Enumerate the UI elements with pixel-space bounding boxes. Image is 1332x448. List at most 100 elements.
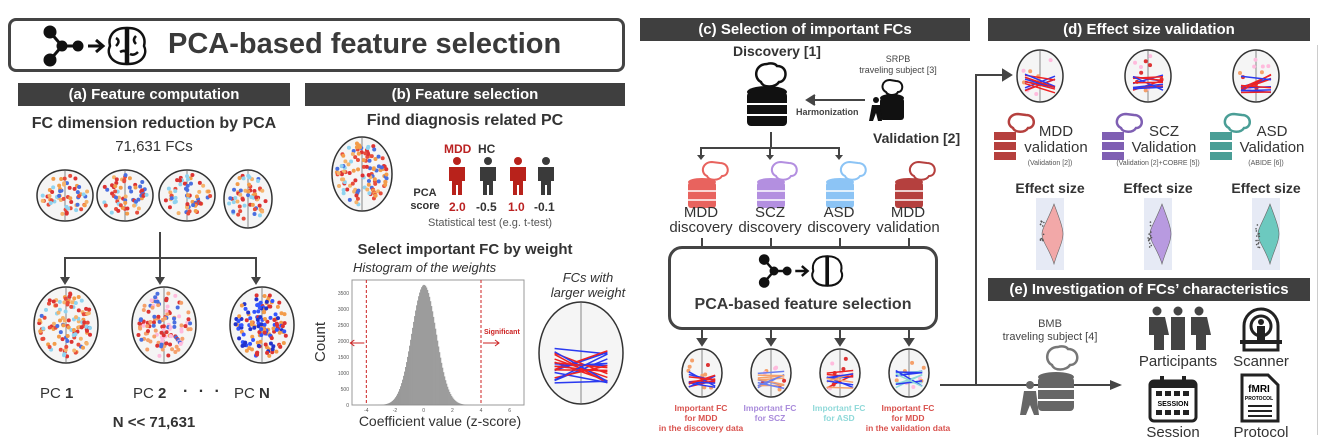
brain-node [62, 181, 67, 186]
brain-node [153, 295, 158, 300]
connector [975, 75, 977, 386]
histogram-bar [419, 292, 421, 405]
brain-node [65, 300, 70, 305]
protocol-label: Protocol [1233, 424, 1289, 441]
brain-node [173, 349, 178, 354]
brain-node [256, 343, 261, 348]
validation-database-icon [994, 112, 1035, 160]
x-tick-label: 0 [422, 408, 425, 414]
brain-node [911, 384, 916, 389]
brain-node [1021, 68, 1026, 73]
brain-node [77, 194, 82, 199]
brain-node [259, 322, 264, 327]
brain-node [160, 347, 165, 352]
brain-node [350, 181, 355, 186]
dataset-name: SCZ [755, 204, 785, 221]
brain-node [178, 341, 183, 346]
brain-node [265, 350, 270, 355]
brain-node [280, 324, 285, 329]
brain-node [1266, 64, 1271, 69]
fc-edge [826, 369, 854, 374]
brain-node [228, 196, 233, 201]
brain-node [140, 180, 145, 185]
brain-node [165, 311, 170, 316]
dataset-type: discovery [738, 219, 802, 236]
result-line3: in the discovery data [658, 423, 744, 433]
brain-node [185, 183, 190, 188]
brain-node [138, 318, 143, 323]
brain-image-validation [1124, 49, 1172, 103]
fc-label-line2: larger weight [550, 285, 626, 300]
arrows [697, 147, 843, 160]
fc-edge [826, 386, 854, 389]
brain-node [161, 333, 166, 338]
brain-node [132, 203, 137, 208]
brain-node [270, 350, 275, 355]
brain-node [843, 356, 848, 361]
dataset-name: MDD [890, 204, 926, 221]
panel-d-header: (d) Effect size validation [988, 18, 1310, 41]
brain-node [145, 329, 150, 334]
brain-node [58, 318, 63, 323]
brain-node [185, 202, 190, 207]
pca-label: PCA [413, 187, 437, 199]
brain-node [354, 193, 359, 198]
fc-edge [1024, 76, 1056, 89]
brain-node [246, 193, 251, 198]
brain-node [921, 365, 926, 370]
brain-node [71, 333, 76, 338]
brain-node [361, 158, 366, 163]
connector [701, 238, 703, 247]
brain-node [60, 211, 65, 216]
brain-node [40, 198, 45, 203]
brain-node [118, 203, 123, 208]
fc-edge [895, 373, 923, 388]
brain-node [356, 151, 361, 156]
fc-edge [757, 378, 785, 386]
brain-node [84, 306, 89, 311]
title-box [8, 18, 625, 72]
brain-node [366, 144, 371, 149]
bmb-database-icon [1020, 345, 1079, 415]
brain-node [50, 189, 55, 194]
brain-node [383, 182, 388, 187]
brain-node [233, 196, 238, 201]
brain-node [79, 207, 84, 212]
validation-source: (ABIDE [6]) [1248, 160, 1284, 167]
stat-test-label: Statistical test (e.g. t-test) [428, 217, 553, 229]
histogram-bar [446, 383, 448, 405]
effect-size-violin-plot [1036, 198, 1064, 270]
dataset-database-icon [826, 160, 867, 208]
brain-node [274, 327, 279, 332]
brain-node [117, 195, 122, 200]
validation-source-wrap: (ABIDE [6]) [1216, 160, 1316, 167]
brain-node [165, 304, 170, 309]
brain-node [74, 208, 79, 213]
brain-node [37, 318, 42, 323]
brain-node [1252, 64, 1257, 69]
panel-b-heading-2: Select important FC by weight [357, 241, 573, 258]
brain-node [40, 193, 45, 198]
brain-node [335, 166, 340, 171]
srpb-line2: traveling subject [3] [859, 65, 937, 75]
brain-node [690, 358, 695, 363]
histogram-bar [410, 339, 412, 405]
brain-node [185, 193, 190, 198]
brain-node [367, 158, 372, 163]
brain-node [255, 352, 260, 357]
fc-edge [1024, 73, 1056, 88]
brain-image-validation [1232, 49, 1280, 103]
validation-source: (Validation [2]+COBRE [5]) [1116, 160, 1200, 167]
brain-node [172, 320, 177, 325]
data-point [1255, 228, 1257, 230]
brain-node [118, 185, 123, 190]
brain-node [258, 315, 263, 320]
histogram-bar [401, 383, 403, 405]
set-name: SCZ [1149, 123, 1179, 140]
data-point [1257, 246, 1259, 248]
brain-node [252, 325, 257, 330]
x-tick-label: 4 [480, 408, 483, 414]
